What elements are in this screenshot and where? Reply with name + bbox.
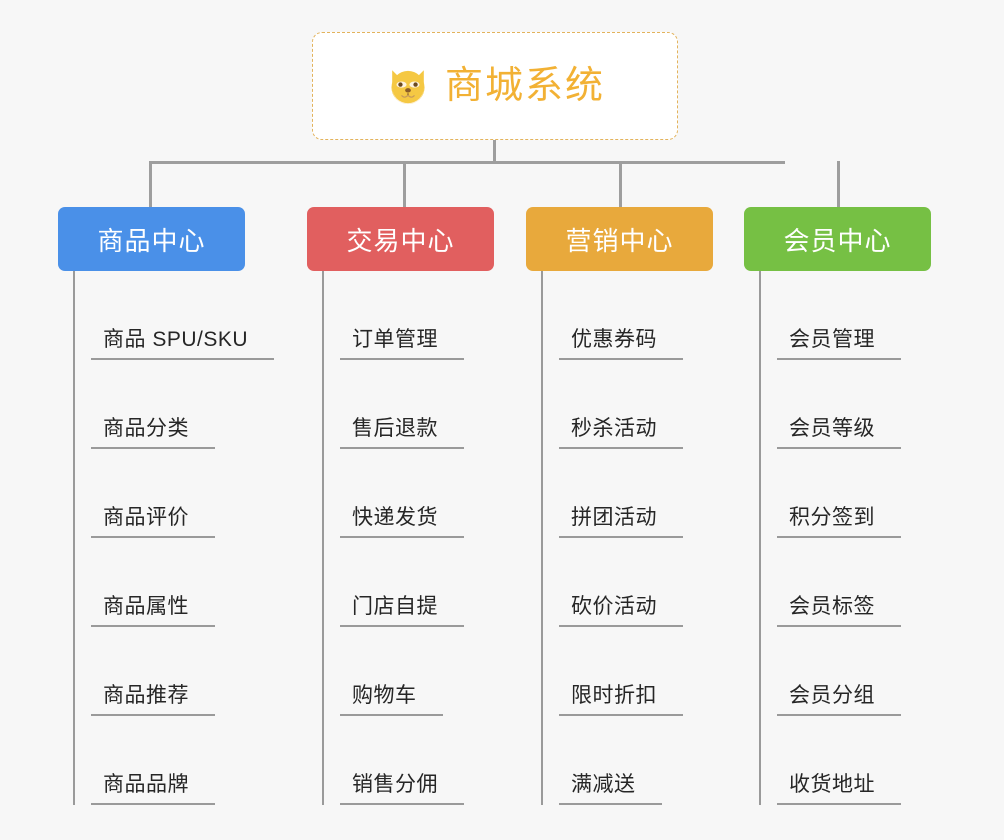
leaf-list-product-center: 商品 SPU/SKU 商品分类 商品评价 商品属性 商品推荐 商品品牌 <box>73 271 275 805</box>
leaf-label: 满减送 <box>559 774 662 805</box>
leaf-label: 积分签到 <box>777 507 901 538</box>
list-item[interactable]: 会员管理 <box>761 271 931 360</box>
leaf-label: 售后退款 <box>340 418 464 449</box>
leaf-label: 商品评价 <box>91 507 215 538</box>
list-item[interactable]: 满减送 <box>543 716 713 805</box>
connector-drop-product-center <box>149 161 152 207</box>
list-item[interactable]: 门店自提 <box>324 538 494 627</box>
branch-product-center: 商品中心 商品 SPU/SKU 商品分类 商品评价 商品属性 商品推荐 商品品牌 <box>58 207 275 805</box>
branch-trade-center: 交易中心 订单管理 售后退款 快递发货 门店自提 购物车 销售分佣 <box>307 207 494 805</box>
category-label: 商品中心 <box>97 225 206 256</box>
branch-marketing-center: 营销中心 优惠券码 秒杀活动 拼团活动 砍价活动 限时折扣 满减送 <box>526 207 713 805</box>
leaf-label: 秒杀活动 <box>559 418 683 449</box>
leaf-list-trade-center: 订单管理 售后退款 快递发货 门店自提 购物车 销售分佣 <box>322 271 494 805</box>
list-item[interactable]: 商品分类 <box>75 360 245 449</box>
list-item[interactable]: 会员标签 <box>761 538 931 627</box>
list-item[interactable]: 商品品牌 <box>75 716 245 805</box>
leaf-label: 快递发货 <box>340 507 464 538</box>
leaf-label: 限时折扣 <box>559 685 683 716</box>
category-box-member-center[interactable]: 会员中心 <box>744 207 931 271</box>
leaf-label: 会员标签 <box>777 596 901 627</box>
category-label: 交易中心 <box>346 225 455 256</box>
leaf-list-member-center: 会员管理 会员等级 积分签到 会员标签 会员分组 收货地址 <box>759 271 931 805</box>
list-item[interactable]: 限时折扣 <box>543 627 713 716</box>
category-label: 会员中心 <box>783 225 892 256</box>
category-box-marketing-center[interactable]: 营销中心 <box>526 207 713 271</box>
leaf-label: 商品推荐 <box>91 685 215 716</box>
leaf-label: 购物车 <box>340 685 443 716</box>
list-item[interactable]: 积分签到 <box>761 449 931 538</box>
leaf-label: 会员管理 <box>777 329 901 360</box>
list-item[interactable]: 商品评价 <box>75 449 245 538</box>
category-box-trade-center[interactable]: 交易中心 <box>307 207 494 271</box>
category-box-product-center[interactable]: 商品中心 <box>58 207 245 271</box>
list-item[interactable]: 会员等级 <box>761 360 931 449</box>
leaf-label: 门店自提 <box>340 596 464 627</box>
list-item[interactable]: 优惠券码 <box>543 271 713 360</box>
list-item[interactable]: 秒杀活动 <box>543 360 713 449</box>
connector-stem <box>493 140 496 163</box>
leaf-label: 商品品牌 <box>91 774 215 805</box>
list-item[interactable]: 商品推荐 <box>75 627 245 716</box>
leaf-label: 销售分佣 <box>340 774 464 805</box>
list-item[interactable]: 砍价活动 <box>543 538 713 627</box>
list-item[interactable]: 拼团活动 <box>543 449 713 538</box>
list-item[interactable]: 快递发货 <box>324 449 494 538</box>
connector-drop-marketing-center <box>619 161 622 207</box>
root-title: 商城系统 <box>444 65 605 107</box>
list-item[interactable]: 售后退款 <box>324 360 494 449</box>
connector-bar <box>149 161 785 164</box>
list-item[interactable]: 商品属性 <box>75 538 245 627</box>
root-node[interactable]: 商城系统 <box>312 32 678 140</box>
leaf-label: 拼团活动 <box>559 507 683 538</box>
category-label: 营销中心 <box>565 225 674 256</box>
dog-face-icon <box>391 70 425 106</box>
connector-drop-member-center <box>837 161 840 207</box>
leaf-list-marketing-center: 优惠券码 秒杀活动 拼团活动 砍价活动 限时折扣 满减送 <box>541 271 713 805</box>
list-item[interactable]: 会员分组 <box>761 627 931 716</box>
list-item[interactable]: 购物车 <box>324 627 494 716</box>
leaf-label: 砍价活动 <box>559 596 683 627</box>
list-item[interactable]: 商品 SPU/SKU <box>75 271 275 360</box>
leaf-label: 会员等级 <box>777 418 901 449</box>
list-item[interactable]: 收货地址 <box>761 716 931 805</box>
leaf-label: 会员分组 <box>777 685 901 716</box>
leaf-label: 收货地址 <box>777 774 901 805</box>
leaf-label: 优惠券码 <box>559 329 683 360</box>
leaf-label: 商品 SPU/SKU <box>91 329 275 360</box>
list-item[interactable]: 订单管理 <box>324 271 494 360</box>
leaf-label: 订单管理 <box>340 329 464 360</box>
branch-member-center: 会员中心 会员管理 会员等级 积分签到 会员标签 会员分组 收货地址 <box>744 207 931 805</box>
leaf-label: 商品属性 <box>91 596 215 627</box>
list-item[interactable]: 销售分佣 <box>324 716 494 805</box>
leaf-label: 商品分类 <box>91 418 215 449</box>
connector-drop-trade-center <box>403 161 406 207</box>
